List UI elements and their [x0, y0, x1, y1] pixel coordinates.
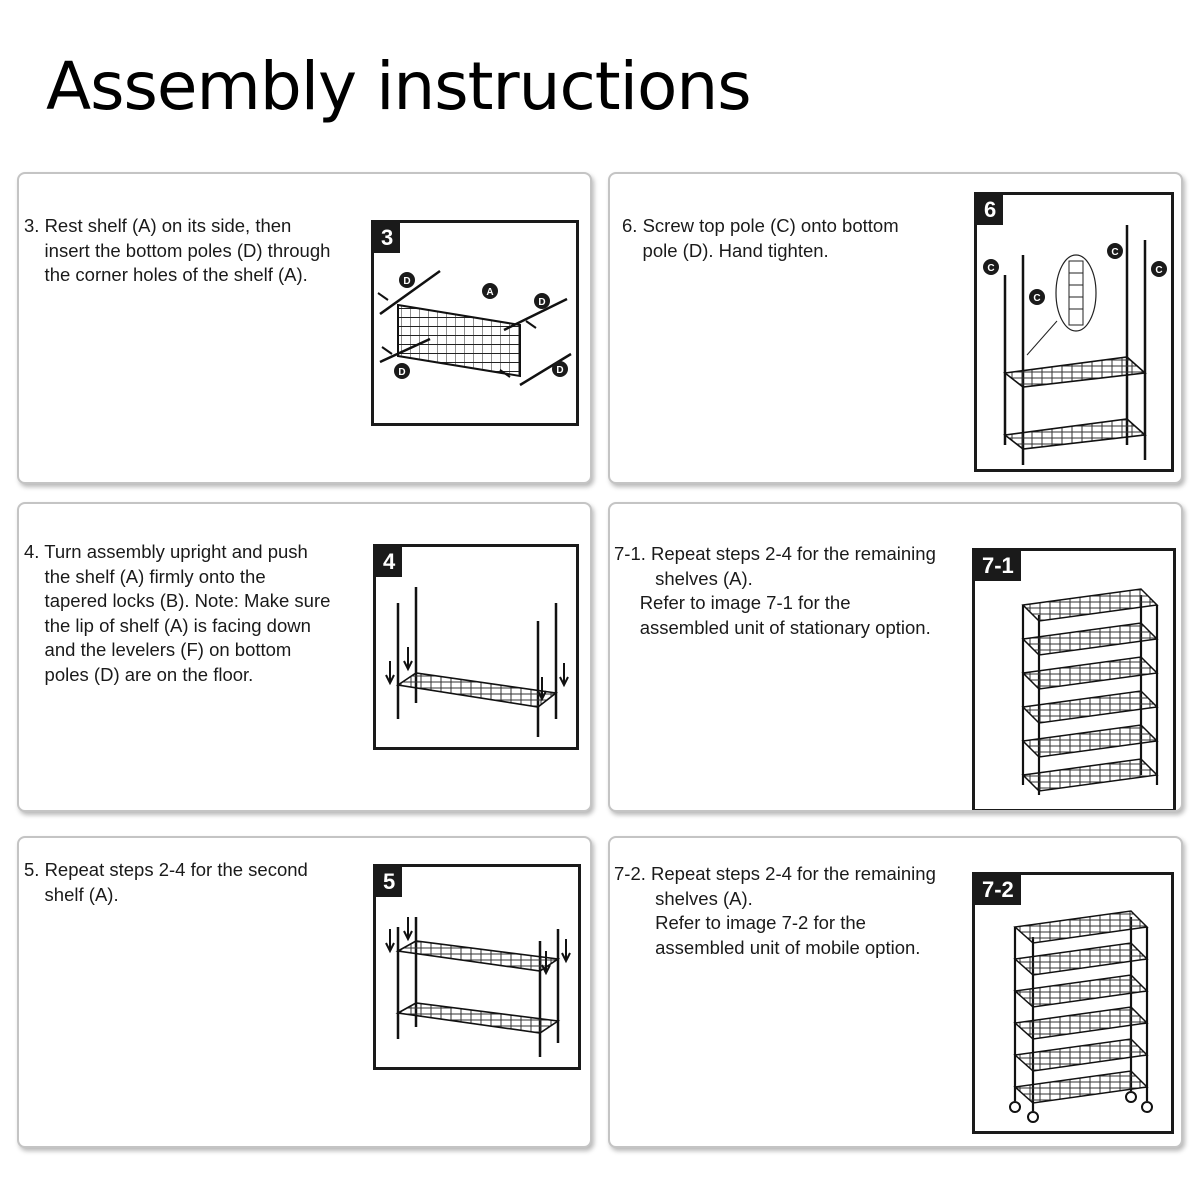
down-arrow-icon	[385, 929, 395, 954]
page-title: Assembly instructions	[46, 48, 752, 125]
step-7-2-badge: 7-2	[975, 875, 1021, 905]
step-3-illustration: D A D D D	[377, 269, 572, 387]
step-7-1-badge: 7-1	[975, 551, 1021, 581]
step-3-text: 3. Rest shelf (A) on its side, then inse…	[24, 215, 331, 285]
step-4-panel: 4. Turn assembly upright and push the sh…	[17, 502, 592, 812]
label-d: D	[556, 365, 563, 376]
step-6-panel: 6. Screw top pole (C) onto bottom pole (…	[608, 172, 1183, 484]
step-7-1-text: 7-1. Repeat steps 2-4 for the remaining …	[614, 543, 936, 638]
pole-d	[519, 352, 572, 387]
shelf-a	[395, 672, 558, 708]
step-4-illustration	[385, 587, 569, 737]
step-5-badge: 5	[376, 867, 403, 897]
step-4-figure: 4	[373, 544, 579, 750]
step-7-1-figure: 7-1	[972, 548, 1176, 810]
step-7-2-figure: 7-2	[972, 872, 1174, 1134]
down-arrow-icon	[537, 677, 547, 702]
pole-d	[503, 297, 568, 332]
shelf-a-side	[397, 303, 521, 378]
label-d: D	[538, 297, 545, 308]
shelf-top	[1002, 356, 1147, 388]
shelf-first	[395, 1002, 561, 1034]
step-3-panel: 3. Rest shelf (A) on its side, then inse…	[17, 172, 592, 484]
label-d: D	[403, 276, 410, 287]
down-arrow-icon	[561, 939, 571, 964]
detail-callout	[1055, 254, 1097, 332]
down-arrow-icon	[559, 663, 569, 688]
step-3-figure: 3 D A D D D	[371, 220, 579, 426]
pole-d	[379, 337, 431, 364]
step-7-1-illustration	[1021, 588, 1159, 795]
step-6-figure: 6 C C C C	[974, 192, 1174, 472]
label-c: C	[987, 263, 994, 274]
step-5-panel: 5. Repeat steps 2-4 for the second shelf…	[17, 836, 592, 1148]
label-d: D	[398, 367, 405, 378]
step-4-text: 4. Turn assembly upright and push the sh…	[24, 541, 331, 685]
shelf-stack	[1013, 910, 1149, 1104]
step-7-2-illustration	[1009, 910, 1153, 1123]
down-arrow-icon	[403, 917, 413, 942]
label-c: C	[1155, 265, 1162, 276]
step-5-illustration	[385, 917, 571, 1057]
shelf-stack	[1021, 588, 1159, 792]
down-arrow-icon	[403, 647, 413, 672]
shelf-bottom	[1002, 418, 1147, 450]
step-3-badge: 3	[374, 223, 401, 253]
step-5-text: 5. Repeat steps 2-4 for the second shelf…	[24, 859, 308, 905]
down-arrow-icon	[385, 661, 395, 686]
label-c: C	[1033, 293, 1040, 304]
caster-wheels	[1009, 1091, 1153, 1123]
step-5-figure: 5	[373, 864, 581, 1070]
step-6-badge: 6	[977, 195, 1004, 225]
step-4-badge: 4	[376, 547, 403, 577]
label-c: C	[1111, 247, 1118, 258]
shelf-second	[395, 940, 561, 972]
step-7-1-panel: 7-1. Repeat steps 2-4 for the remaining …	[608, 502, 1183, 812]
label-a: A	[486, 287, 493, 298]
down-arrow-icon	[541, 951, 551, 976]
step-7-2-text: 7-2. Repeat steps 2-4 for the remaining …	[614, 863, 936, 958]
step-7-2-panel: 7-2. Repeat steps 2-4 for the remaining …	[608, 836, 1183, 1148]
step-6-text: 6. Screw top pole (C) onto bottom pole (…	[622, 215, 899, 261]
motion-marks	[377, 292, 537, 378]
pole-d	[379, 269, 441, 316]
step-6-illustration: C C C C	[983, 225, 1167, 465]
